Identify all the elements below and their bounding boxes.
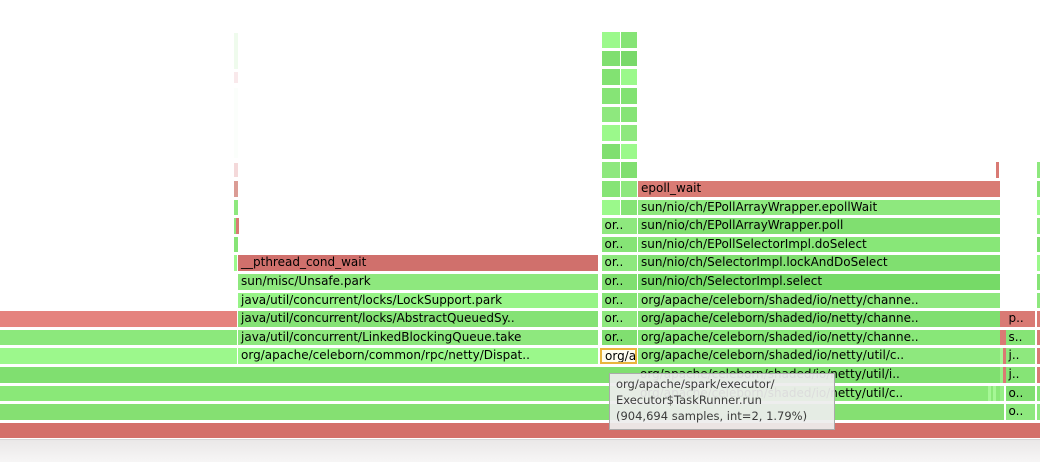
frame-linkedblockingqueue-take[interactable]: java/util/concurrent/LinkedBlockingQueue… <box>238 329 598 346</box>
sliver-frame[interactable] <box>999 367 1003 383</box>
frame-epollarraywrapper-poll[interactable]: sun/nio/ch/EPollArrayWrapper.poll <box>638 218 1000 234</box>
hovered-frame[interactable]: org/a <box>600 348 637 364</box>
sliver-frame[interactable] <box>993 385 996 402</box>
edge-frame[interactable] <box>1036 236 1040 253</box>
frame-o-2[interactable]: o.. <box>1005 404 1035 420</box>
tooltip: org/apache/spark/executor/ Executor$Task… <box>609 373 835 430</box>
tower-frame[interactable] <box>620 88 637 104</box>
tower-frame[interactable] <box>601 181 620 197</box>
thin-frame[interactable] <box>233 88 238 158</box>
frame-p[interactable]: p.. <box>1005 311 1035 327</box>
edge-frame[interactable] <box>1036 274 1040 290</box>
frame-o-1[interactable]: o.. <box>1005 385 1035 402</box>
tower-frame[interactable] <box>620 69 637 85</box>
tower-frame[interactable] <box>601 143 620 160</box>
tower-frame[interactable] <box>620 181 637 197</box>
edge-frame[interactable] <box>1036 329 1040 346</box>
tooltip-line: Executor$TaskRunner.run <box>616 393 762 407</box>
tooltip-line: (904,694 samples, int=2, 1.79%) <box>616 409 808 423</box>
frame-locksupport-park[interactable]: java/util/concurrent/locks/LockSupport.p… <box>238 292 598 309</box>
window-footer <box>0 439 1040 462</box>
frame-netty-util-c-2[interactable]: org/apache/celeborn/shaded/io/netty/util… <box>0 385 1000 402</box>
sliver-frame[interactable] <box>1002 329 1006 346</box>
frame-selectorimpl-lockanddoselect[interactable]: sun/nio/ch/SelectorImpl.lockAndDoSelect <box>638 255 1000 271</box>
sliver-frame[interactable] <box>999 329 1003 346</box>
tower-frame[interactable] <box>620 32 637 48</box>
tower-frame[interactable] <box>601 50 620 67</box>
edge-frame[interactable] <box>1036 255 1040 271</box>
frame-netty-util-i[interactable]: org/apache/celeborn/shaded/io/netty/util… <box>0 367 1000 383</box>
frame-or[interactable]: or.. <box>601 236 637 253</box>
tower-frame[interactable] <box>601 69 620 85</box>
tower-frame[interactable] <box>620 162 637 178</box>
sliver-frame[interactable] <box>999 311 1003 327</box>
edge-frame[interactable] <box>1036 218 1040 234</box>
frame-epollselectorimpl-doselect[interactable]: sun/nio/ch/EPollSelectorImpl.doSelect <box>638 236 1000 253</box>
frame-netty-util-c-1[interactable]: org/apache/celeborn/shaded/io/netty/util… <box>638 348 1000 364</box>
frame-pthread-cond-wait[interactable]: __pthread_cond_wait <box>238 255 598 271</box>
tower-frame[interactable] <box>620 199 637 216</box>
tower-frame[interactable] <box>620 143 637 160</box>
sliver-frame[interactable] <box>1002 311 1006 327</box>
frame-unsafe-park[interactable]: sun/misc/Unsafe.park <box>238 274 598 290</box>
edge-frame[interactable] <box>1036 311 1040 327</box>
sliver-frame[interactable] <box>999 385 1004 402</box>
sliver-frame[interactable] <box>1003 367 1007 383</box>
tower-frame[interactable] <box>620 106 637 123</box>
edge-frame[interactable] <box>1036 404 1040 420</box>
frame-or[interactable]: or.. <box>601 274 637 290</box>
flame-frame[interactable] <box>0 404 1004 420</box>
edge-frame[interactable] <box>1036 199 1040 216</box>
thin-frame[interactable] <box>233 255 237 271</box>
tower-frame[interactable] <box>601 88 620 104</box>
tower-frame[interactable] <box>601 106 620 123</box>
tower-frame[interactable] <box>620 50 637 67</box>
edge-frame[interactable] <box>1036 367 1040 383</box>
thin-frame[interactable] <box>233 236 238 253</box>
sliver-frame[interactable] <box>1003 348 1007 364</box>
tower-frame[interactable] <box>601 125 620 141</box>
frame-abstractqueuedsy[interactable]: java/util/concurrent/locks/AbstractQueue… <box>238 311 598 327</box>
edge-frame[interactable] <box>1036 162 1040 178</box>
frame-or[interactable]: or.. <box>601 292 637 309</box>
sliver-frame[interactable] <box>988 385 991 402</box>
thin-frame[interactable] <box>233 33 238 69</box>
thin-frame[interactable] <box>233 199 238 216</box>
thin-frame[interactable] <box>233 218 237 234</box>
frame-netty-channe-2[interactable]: org/apache/celeborn/shaded/io/netty/chan… <box>638 311 1000 327</box>
sliver-frame[interactable] <box>999 348 1003 364</box>
root-frame[interactable] <box>0 422 1040 439</box>
frame-or[interactable]: or.. <box>601 311 637 327</box>
frame-netty-channe-3[interactable]: org/apache/celeborn/shaded/io/netty/chan… <box>638 329 1000 346</box>
thin-frame[interactable] <box>235 218 239 234</box>
sliver-frame[interactable] <box>995 162 999 178</box>
frame-j-2[interactable]: j.. <box>1005 367 1035 383</box>
frame-or[interactable]: or.. <box>601 218 637 234</box>
flame-frame[interactable] <box>0 311 237 327</box>
flame-frame[interactable] <box>0 329 237 346</box>
frame-dispatcher[interactable]: org/apache/celeborn/common/rpc/netty/Dis… <box>238 348 598 364</box>
frame-selectorimpl-select[interactable]: sun/nio/ch/SelectorImpl.select <box>638 274 1000 290</box>
thin-frame[interactable] <box>233 163 238 177</box>
edge-frame[interactable] <box>1036 181 1040 197</box>
flame-frame[interactable] <box>0 348 237 364</box>
edge-frame[interactable] <box>1036 292 1040 309</box>
frame-or[interactable]: or.. <box>601 255 637 271</box>
tooltip-line: org/apache/spark/executor/ <box>616 377 775 391</box>
frame-epollarraywrapper-epollwait[interactable]: sun/nio/ch/EPollArrayWrapper.epollWait <box>638 199 1000 216</box>
edge-frame[interactable] <box>1036 348 1040 364</box>
thin-frame[interactable] <box>233 181 238 197</box>
frame-j-1[interactable]: j.. <box>1005 348 1035 364</box>
frame-netty-channe-1[interactable]: org/apache/celeborn/shaded/io/netty/chan… <box>638 292 1000 309</box>
frame-or[interactable]: or.. <box>601 329 637 346</box>
tower-frame[interactable] <box>601 199 620 216</box>
frame-epoll-wait[interactable]: epoll_wait <box>638 181 1000 197</box>
frame-s[interactable]: s.. <box>1005 329 1035 346</box>
tower-frame[interactable] <box>620 125 637 141</box>
edge-frame[interactable] <box>1036 385 1040 402</box>
tower-frame[interactable] <box>601 162 620 178</box>
thin-frame[interactable] <box>233 72 238 83</box>
tower-frame[interactable] <box>601 32 620 48</box>
